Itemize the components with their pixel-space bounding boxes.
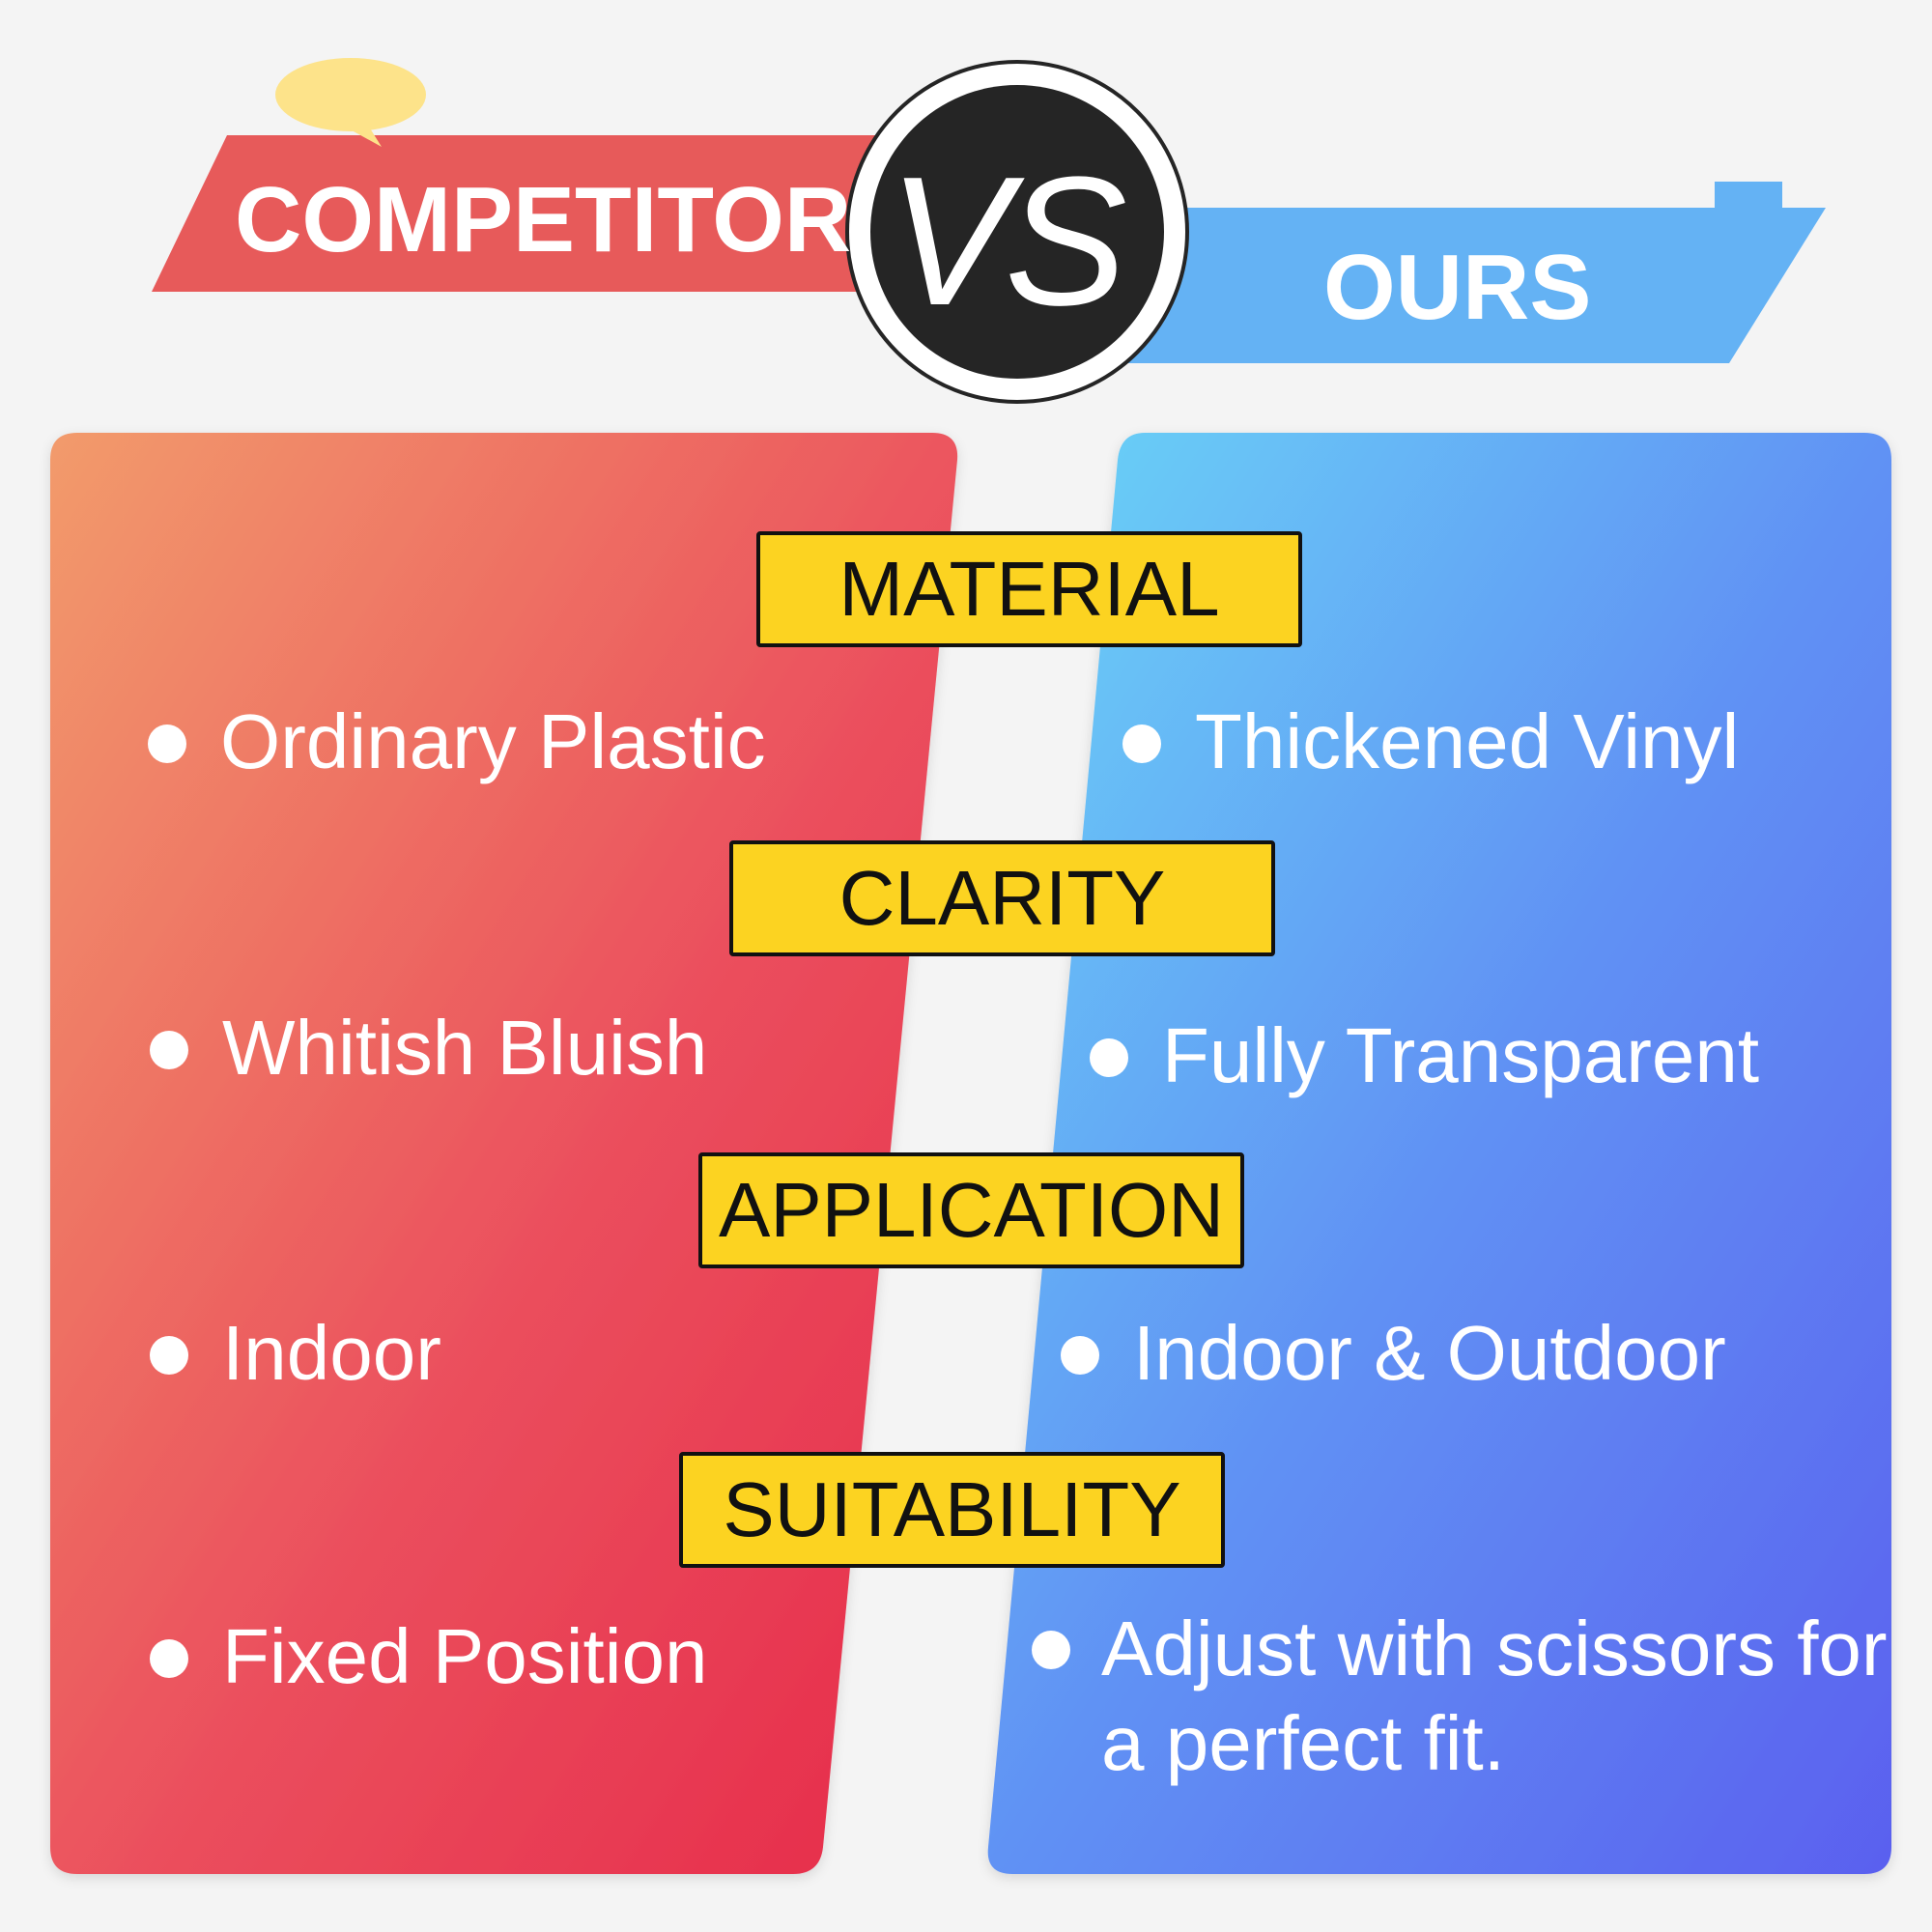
category-label-clarity: CLARITY <box>729 840 1275 956</box>
ours-suitability-value: Adjust with scissors for a perfect fit. <box>1101 1605 1888 1786</box>
category-label-suitability: SUITABILITY <box>679 1452 1225 1568</box>
speech-bubble-tail <box>343 124 382 147</box>
category-label-application: APPLICATION <box>698 1152 1244 1268</box>
ours-title: OURS <box>1323 236 1592 339</box>
competitor-application-value: Indoor <box>222 1310 441 1396</box>
ours-clarity-value: Fully Transparent <box>1162 1012 1760 1098</box>
ours-bullet <box>1122 724 1161 763</box>
competitor-clarity-value: Whitish Bluish <box>222 1005 708 1091</box>
ours-material-value: Thickened Vinyl <box>1195 698 1740 784</box>
competitor-bullet <box>150 1639 188 1678</box>
ours-application-value: Indoor & Outdoor <box>1133 1310 1726 1396</box>
competitor-bullet <box>148 724 186 763</box>
competitor-bullet <box>150 1031 188 1069</box>
vs-badge <box>870 85 1164 379</box>
vs-text: VS <box>888 139 1126 344</box>
competitor-material-value: Ordinary Plastic <box>220 698 766 784</box>
competitor-banner <box>152 135 879 292</box>
ours-banner-tab <box>1715 182 1782 211</box>
category-label-material: MATERIAL <box>756 531 1302 647</box>
ours-banner <box>1121 208 1826 363</box>
ours-bullet <box>1061 1336 1099 1375</box>
ours-bullet <box>1090 1038 1128 1077</box>
competitor-bullet <box>150 1336 188 1375</box>
speech-bubble-icon <box>275 58 426 131</box>
ours-bullet <box>1032 1631 1070 1669</box>
competitor-suitability-value: Fixed Position <box>222 1613 708 1699</box>
competitor-title: COMPETITOR <box>235 168 852 271</box>
